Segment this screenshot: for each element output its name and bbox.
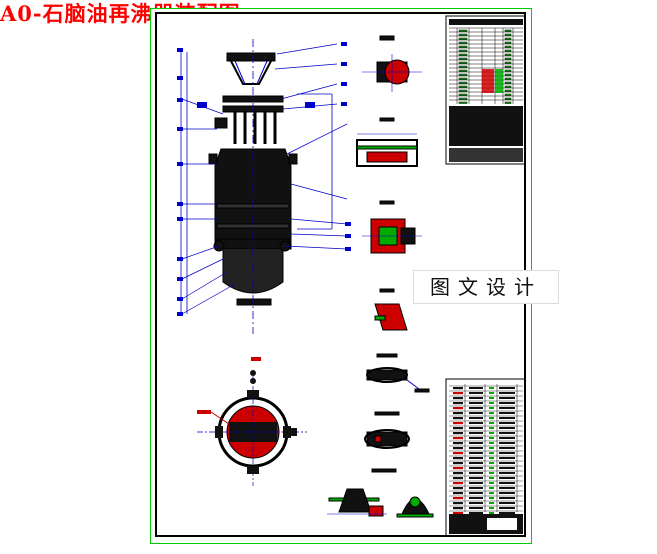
cad-drawing xyxy=(177,15,524,535)
top-flange xyxy=(226,52,276,62)
tag-blue xyxy=(197,102,207,108)
detail-views xyxy=(327,35,434,518)
side-nozzle-left xyxy=(214,117,228,129)
section-view xyxy=(197,370,307,486)
watermark-char: 设 xyxy=(486,275,514,299)
bottom-flange xyxy=(236,298,272,306)
item-bubbles xyxy=(177,42,351,316)
watermark-char: 文 xyxy=(458,275,486,299)
reboiler-elevation xyxy=(180,39,333,334)
tech-spec-table xyxy=(445,15,524,165)
drawing-sheet: 图文设计 xyxy=(150,8,559,544)
watermark-char: 图 xyxy=(430,275,458,299)
leader-lines xyxy=(181,43,348,315)
watermark-label: 图文设计 xyxy=(413,270,559,304)
watermark-char: 计 xyxy=(514,275,542,299)
parts-list-table xyxy=(445,378,524,535)
section-label-red xyxy=(251,357,261,361)
drawing-frame xyxy=(155,12,526,537)
